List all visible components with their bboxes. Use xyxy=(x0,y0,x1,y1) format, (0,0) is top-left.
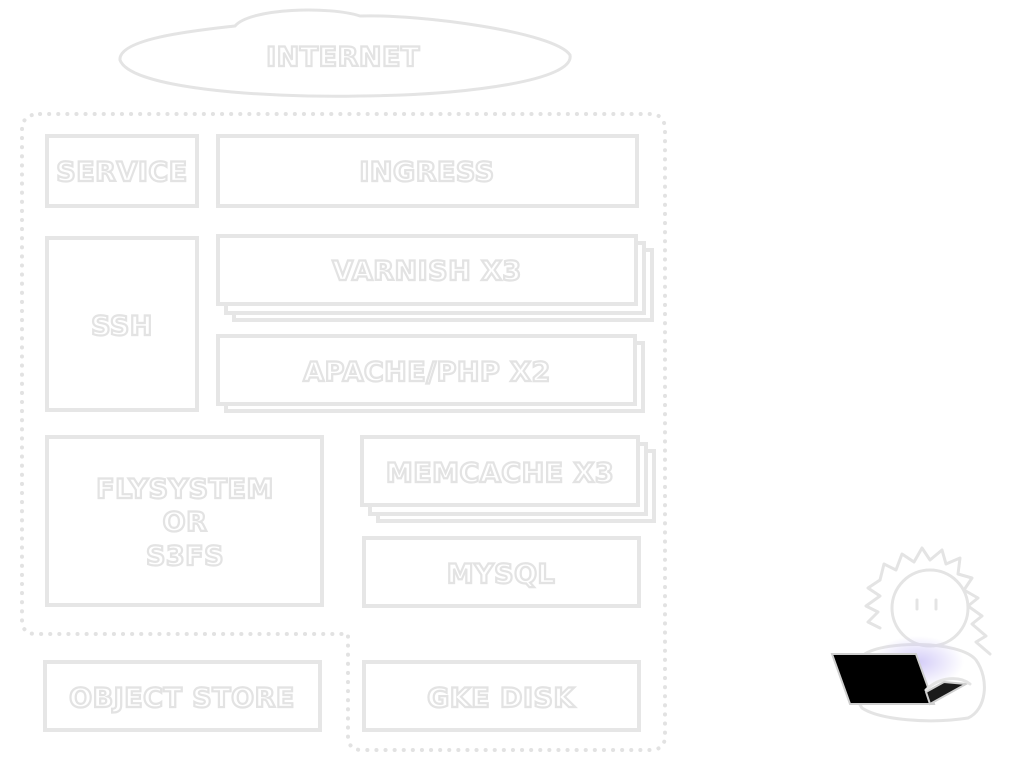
service-box: SERVICE xyxy=(45,134,199,208)
ssh-box: SSH xyxy=(45,236,199,412)
apache-label: APACHE/PHP X2 xyxy=(303,357,551,388)
ingress-label: INGRESS xyxy=(359,157,494,188)
gke-disk-box: GKE DISK xyxy=(362,660,641,732)
internet-cloud: INTERNET xyxy=(118,8,572,98)
cluster-boundary xyxy=(20,112,667,752)
laptop-base xyxy=(924,680,970,706)
object-store-box: OBJECT STORE xyxy=(43,660,322,732)
flysystem-box: FLYSYSTEM OR S3FS xyxy=(45,435,324,607)
flysystem-line-1: FLYSYSTEM xyxy=(96,474,274,505)
object-store-label: OBJECT STORE xyxy=(69,683,295,714)
memcache-label: MEMCACHE X3 xyxy=(386,458,614,489)
apache-stack: APACHE/PHP X2 xyxy=(216,334,645,413)
internet-label: INTERNET xyxy=(266,42,420,73)
flysystem-line-3: S3FS xyxy=(146,541,224,572)
varnish-label: VARNISH X3 xyxy=(332,256,521,287)
flysystem-line-2: OR xyxy=(163,507,208,538)
user-with-laptop-icon xyxy=(830,546,992,723)
gke-disk-label: GKE DISK xyxy=(427,683,575,714)
mysql-box: MYSQL xyxy=(362,536,641,608)
ingress-box: INGRESS xyxy=(216,134,639,208)
laptop-screen xyxy=(830,653,936,705)
memcache-stack: MEMCACHE X3 xyxy=(360,435,656,523)
service-label: SERVICE xyxy=(56,157,187,188)
ssh-label: SSH xyxy=(91,311,153,342)
varnish-stack: VARNISH X3 xyxy=(216,234,654,322)
mysql-label: MYSQL xyxy=(447,559,556,590)
